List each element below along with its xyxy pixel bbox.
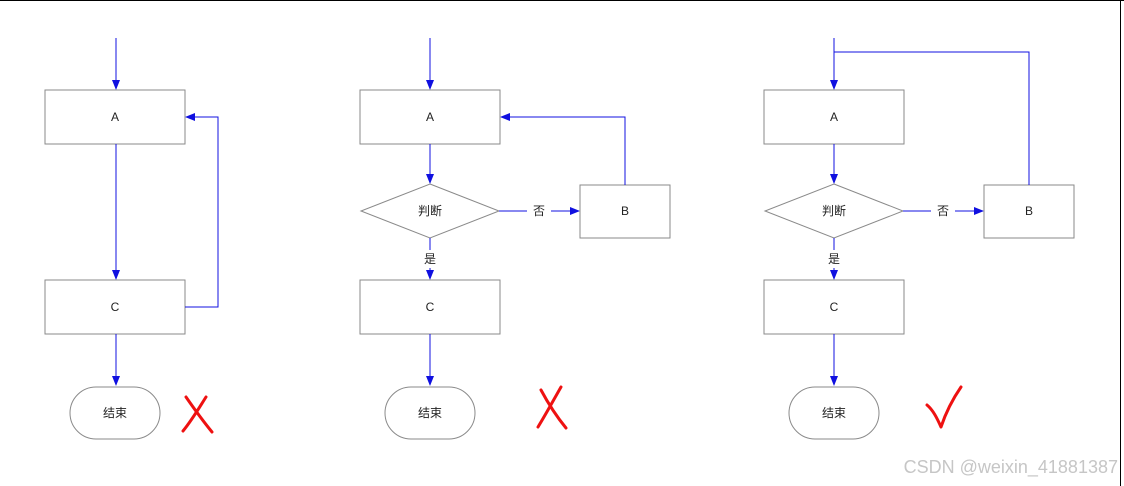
flow-2-node-b-label: B [621, 204, 629, 218]
flow-2-node-c-label: C [426, 300, 435, 314]
flow-1: A C 结束 [44, 38, 219, 440]
flow-2: A 判断 否 B 是 C 结束 [359, 38, 671, 440]
flow-1-node-c [44, 279, 186, 335]
flow-1-node-c-label: C [111, 300, 120, 314]
flow-3-node-end [788, 386, 880, 440]
flow-1-node-end [69, 386, 161, 440]
flow-3-loop-edge-b-to-entry [834, 51, 1030, 185]
flow-3-node-a-label: A [830, 110, 838, 124]
flow-2-edge-yes-label: 是 [424, 252, 436, 266]
flow-1-cross-mark-icon [181, 395, 214, 434]
flow-2-node-a-label: A [426, 110, 434, 124]
flow-3-node-a [763, 89, 905, 145]
flow-3-node-b [983, 184, 1075, 239]
flow-1-node-a-label: A [111, 110, 119, 124]
flow-2-node-c [359, 279, 501, 335]
flow-3-node-c-label: C [830, 300, 839, 314]
flow-2-edge-no-label-bg [527, 202, 551, 220]
flow-2-node-end-label: 结束 [418, 406, 442, 420]
flow-3-edge-no-label: 否 [937, 204, 949, 218]
flow-2-node-end [384, 386, 476, 440]
flow-1-node-end-label: 结束 [103, 406, 127, 420]
flow-3-node-end-label: 结束 [822, 406, 846, 420]
flow-3-node-c [763, 279, 905, 335]
flow-3: A 判断 否 B 是 C 结束 [763, 38, 1075, 440]
flow-3-edge-no-label-bg [931, 202, 955, 220]
flow-3-edge-yes-label: 是 [828, 252, 840, 266]
flow-2-loop-edge-b-to-a [500, 113, 626, 185]
flow-2-cross-mark-icon [536, 385, 568, 430]
flow-1-loop-edge-c-to-a [185, 113, 219, 308]
flow-2-node-b [579, 184, 671, 239]
flow-3-node-decision-label: 判断 [822, 203, 846, 218]
flow-2-edge-no-label: 否 [533, 204, 545, 218]
flow-2-edge-yes-label-bg [420, 250, 440, 268]
flow-3-check-mark-icon [925, 385, 963, 429]
flow-1-node-a [44, 89, 186, 145]
flow-2-node-decision-label: 判断 [418, 203, 442, 218]
flow-3-node-b-label: B [1025, 204, 1033, 218]
watermark-text: CSDN @weixin_41881387 [904, 457, 1118, 478]
flow-3-edge-yes-label-bg [824, 250, 844, 268]
